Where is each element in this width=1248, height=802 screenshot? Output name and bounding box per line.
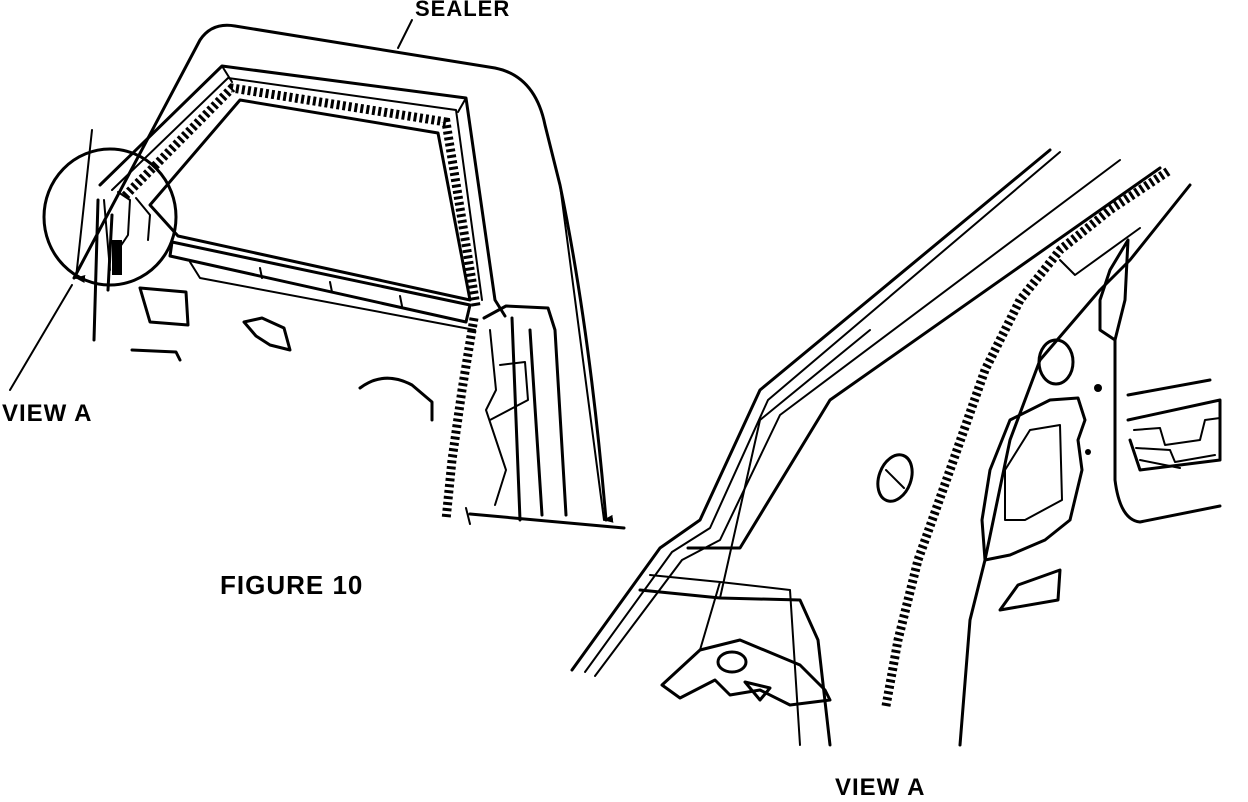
pillar-inner-crease: [649, 329, 871, 746]
quarter-panel-lower: [1113, 338, 1222, 524]
sealer-arrow-right: [559, 184, 614, 523]
round-hole: [1037, 338, 1075, 386]
hole-slot: [885, 469, 905, 489]
view-a-detail-illustration: [570, 148, 1222, 747]
door-frame-step: [221, 65, 467, 113]
clip-bracket: [1059, 227, 1141, 276]
a-pillar-lines: [92, 198, 114, 342]
large-cutout: [980, 396, 1087, 562]
roof-rail-line-3: [594, 159, 1121, 677]
oval-access-hole: [876, 453, 914, 503]
hinge-slot: [743, 680, 772, 702]
roof-rail-line-2: [584, 151, 1061, 673]
pillar-weatherstrip: [441, 317, 479, 521]
pillar-inner-body: [638, 588, 832, 747]
quarter-panel-edge: [1098, 238, 1130, 342]
b-pillar: [482, 304, 568, 522]
hinge-bolt-hole: [716, 650, 748, 674]
cutout-inner: [1004, 424, 1063, 521]
panel-cutout-2: [242, 316, 292, 352]
pillar-front-edge: [686, 166, 1162, 550]
b-pillar-detail: [485, 329, 529, 506]
rocker-line: [468, 512, 626, 530]
rivet-1: [1094, 384, 1102, 392]
door-opening-illustration: [72, 23, 626, 530]
panel-cutout-1: [138, 286, 190, 327]
sealer-label: SEALER: [415, 0, 511, 21]
panel-cutout-4: [358, 376, 434, 422]
sealer-arrow-left: [75, 129, 93, 283]
body-panel-outline: [72, 23, 608, 522]
rocker-tick: [465, 507, 471, 525]
window-weatherstrip: [121, 83, 481, 307]
quarter-step-lines: [1133, 417, 1221, 469]
door-frame-inner: [111, 77, 483, 301]
lower-pocket: [998, 568, 1062, 612]
view-a-callout-circle: [42, 147, 178, 287]
belt-detail: [189, 261, 476, 331]
pillar-inner-edge: [958, 183, 1192, 747]
panel-cutout-3: [130, 348, 182, 362]
hinge-bracket: [660, 638, 832, 707]
view-a-leader-line: [9, 284, 73, 391]
detail-weatherstrip: [881, 166, 1173, 707]
sealer-leader-line: [397, 19, 413, 49]
view-a-callout-label: VIEW A: [2, 400, 93, 427]
belt-molding: [168, 240, 472, 324]
rivet-2: [1085, 449, 1091, 455]
figure-caption: FIGURE 10: [220, 570, 364, 600]
view-a-detail-label: VIEW A: [835, 774, 926, 801]
quarter-step: [1126, 378, 1222, 472]
roof-rail-outer: [570, 148, 1052, 672]
